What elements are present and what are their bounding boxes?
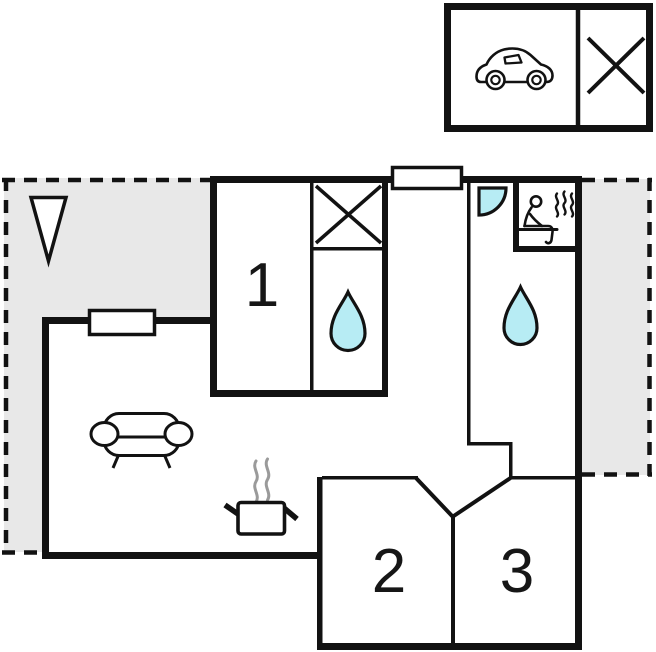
terrace-right: [581, 177, 652, 477]
room-2-label: 2: [371, 537, 407, 606]
window-left: [87, 308, 157, 337]
sofa-icon: [89, 412, 194, 469]
interior-walls: [310, 176, 578, 646]
car-icon: [475, 47, 554, 91]
water-drop-bath-2-icon: [502, 283, 539, 347]
shower-icon: [477, 186, 508, 217]
room-1-label: 1: [244, 251, 280, 320]
water-drop-bath-1-icon: [329, 288, 367, 353]
crossed-square-wardrobe-icon: [314, 184, 383, 245]
crossed-square-garage-icon: [586, 36, 646, 95]
terrace-left: [2, 177, 212, 555]
sauna-icon: [517, 190, 575, 245]
room-3-label: 3: [499, 537, 535, 606]
stove-icon: [223, 457, 299, 536]
window-top: [390, 165, 464, 191]
north-arrow-icon: [28, 195, 69, 268]
windows: [87, 165, 464, 337]
garage: [444, 3, 653, 132]
